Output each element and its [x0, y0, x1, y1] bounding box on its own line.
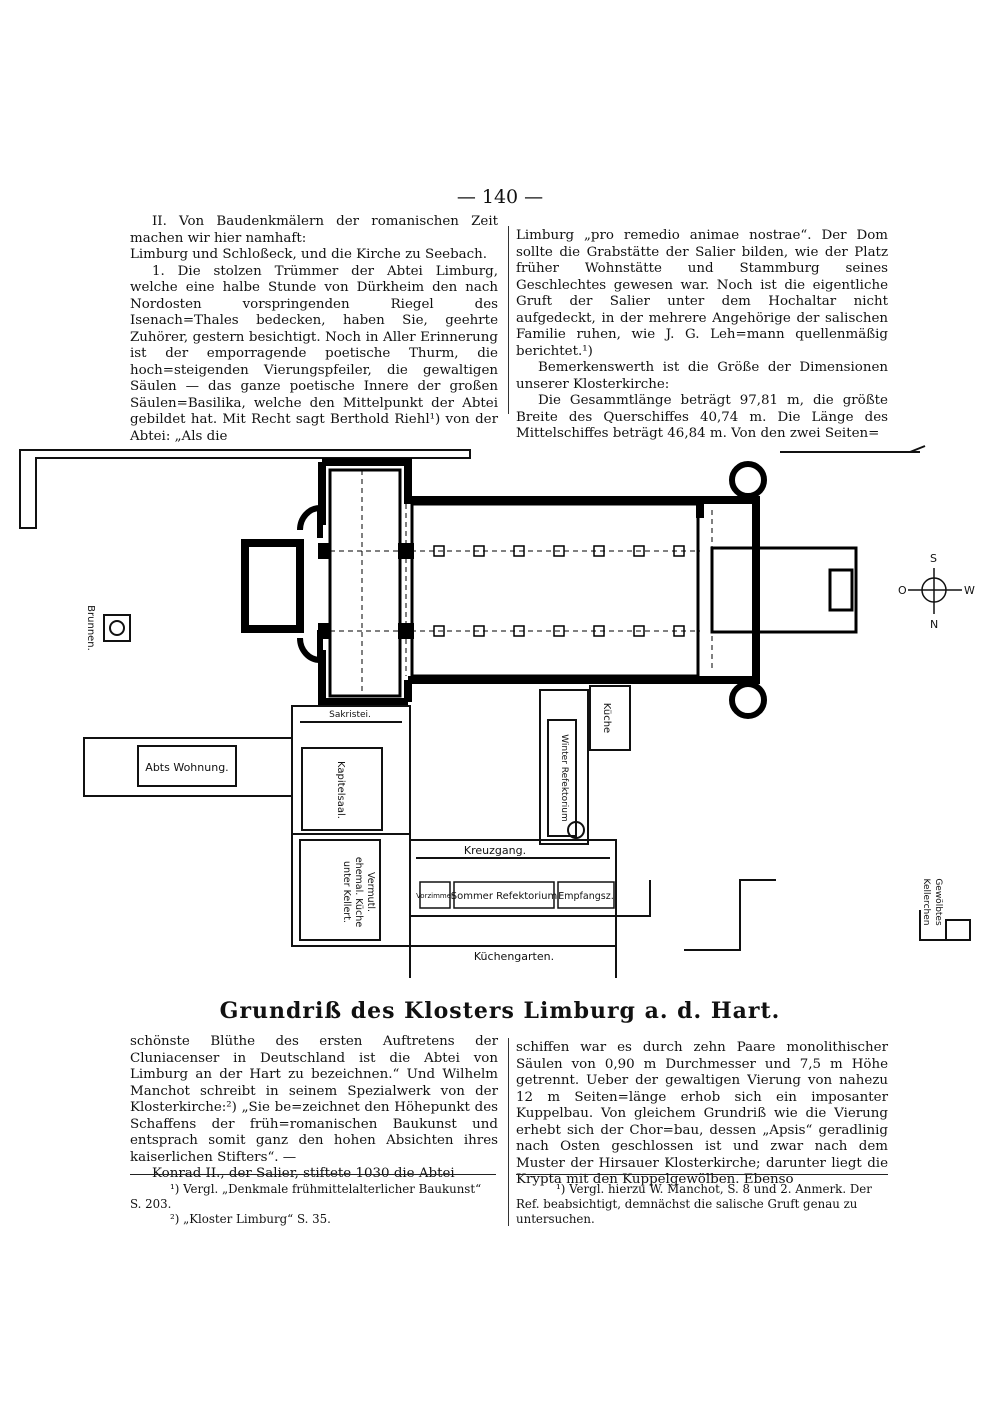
- left-column-top: II. Von Baudenkmälern der romanischen Ze…: [130, 214, 498, 445]
- right-top-paragraph-1: Limburg „pro remedio animae nostrae“. De…: [516, 228, 888, 359]
- label-kellerchen: Kellerchen: [921, 879, 931, 926]
- outer-wall-right-end: [909, 445, 926, 453]
- left-bottom-paragraph-1: schönste Blüthe des ersten Auftretens de…: [130, 1034, 498, 1165]
- label-brunnen: Brunnen.: [85, 605, 96, 651]
- right-top-paragraph-2: Bemerkenswerth ist die Größe der Dimensi…: [516, 360, 888, 392]
- label-kuechengarten: Küchengarten.: [474, 950, 554, 963]
- label-vermutl-1: Vermutl.: [365, 872, 376, 912]
- right-bottom-paragraph-1: schiffen war es durch zehn Paare monolit…: [516, 1040, 888, 1187]
- label-kueche: Küche: [601, 703, 612, 733]
- label-kapitelsaal: Kapitelsaal.: [335, 761, 346, 819]
- left-bottom-paragraph-2: Konrad II., der Salier, stiftete 1030 di…: [152, 1166, 455, 1181]
- compass-o: O: [898, 584, 907, 597]
- left-column-bottom: schönste Blüthe des ersten Auftretens de…: [130, 1034, 498, 1183]
- compass-s: S: [930, 552, 937, 565]
- cloister-buildings: [83, 685, 971, 978]
- left-top-paragraph-1: II. Von Baudenkmälern der romanischen Ze…: [130, 214, 498, 246]
- outer-wall-left: [19, 449, 471, 529]
- right-column-bottom: schiffen war es durch zehn Paare monolit…: [516, 1040, 888, 1189]
- church-walls: [241, 458, 760, 706]
- nave-columns: [433, 545, 685, 637]
- right-column-top: Limburg „pro remedio animae nostrae“. De…: [516, 228, 888, 443]
- footnotes-right: ¹) Vergl. hierzu W. Manchot, S. 8 und 2.…: [516, 1182, 888, 1227]
- floor-plan: S O W N Brunnen. Sakristei. Abts Wohnung…: [19, 445, 975, 978]
- column-divider-bottom: [508, 1038, 509, 1226]
- label-winter-refektorium: Winter Refektorium: [559, 734, 569, 822]
- left-top-paragraph-3: 1. Die stolzen Trümmer der Abtei Limburg…: [130, 263, 498, 444]
- footnotes-left: ¹) Vergl. „Denkmale frühmittelalterliche…: [130, 1182, 496, 1227]
- label-gewoelbtes: Gewölbtes: [933, 878, 943, 926]
- footnote-right-1: ¹) Vergl. hierzu W. Manchot, S. 8 und 2.…: [516, 1182, 872, 1226]
- brunnen-well: [103, 614, 131, 642]
- footnote-rule-right: [516, 1174, 888, 1175]
- column-divider-top: [508, 226, 509, 414]
- label-kreuzgang: Kreuzgang.: [464, 844, 526, 857]
- label-sakristei: Sakristei.: [329, 710, 371, 720]
- plan-caption: Grundriß des Klosters Limburg a. d. Hart…: [219, 998, 781, 1024]
- label-vermutl-3: unter Kellert.: [341, 861, 352, 923]
- vault-lines: [330, 470, 713, 696]
- label-abts-wohnung: Abts Wohnung.: [145, 761, 228, 774]
- footnote-left-1: ¹) Vergl. „Denkmale frühmittelalterliche…: [130, 1182, 482, 1211]
- label-vorzimmer: Vorzimmer: [416, 892, 454, 900]
- compass-n: N: [930, 618, 938, 631]
- footnote-rule-left: [130, 1174, 496, 1175]
- page-number: — 140 —: [456, 186, 544, 208]
- label-sommer-refektorium: Sommer Refektorium: [451, 891, 558, 902]
- footnote-left-2: ²) „Kloster Limburg“ S. 35.: [170, 1212, 331, 1226]
- label-vermutl-2: ehemal. Küche: [353, 857, 364, 927]
- compass-w: W: [964, 584, 975, 597]
- left-top-paragraph-2: Limburg und Schloßeck, und die Kirche zu…: [130, 247, 488, 262]
- compass-rose: [908, 568, 962, 614]
- right-top-paragraph-3: Die Gesammtlänge beträgt 97,81 m, die gr…: [516, 393, 888, 441]
- label-empfangszimmer: Empfangsz.: [558, 891, 613, 902]
